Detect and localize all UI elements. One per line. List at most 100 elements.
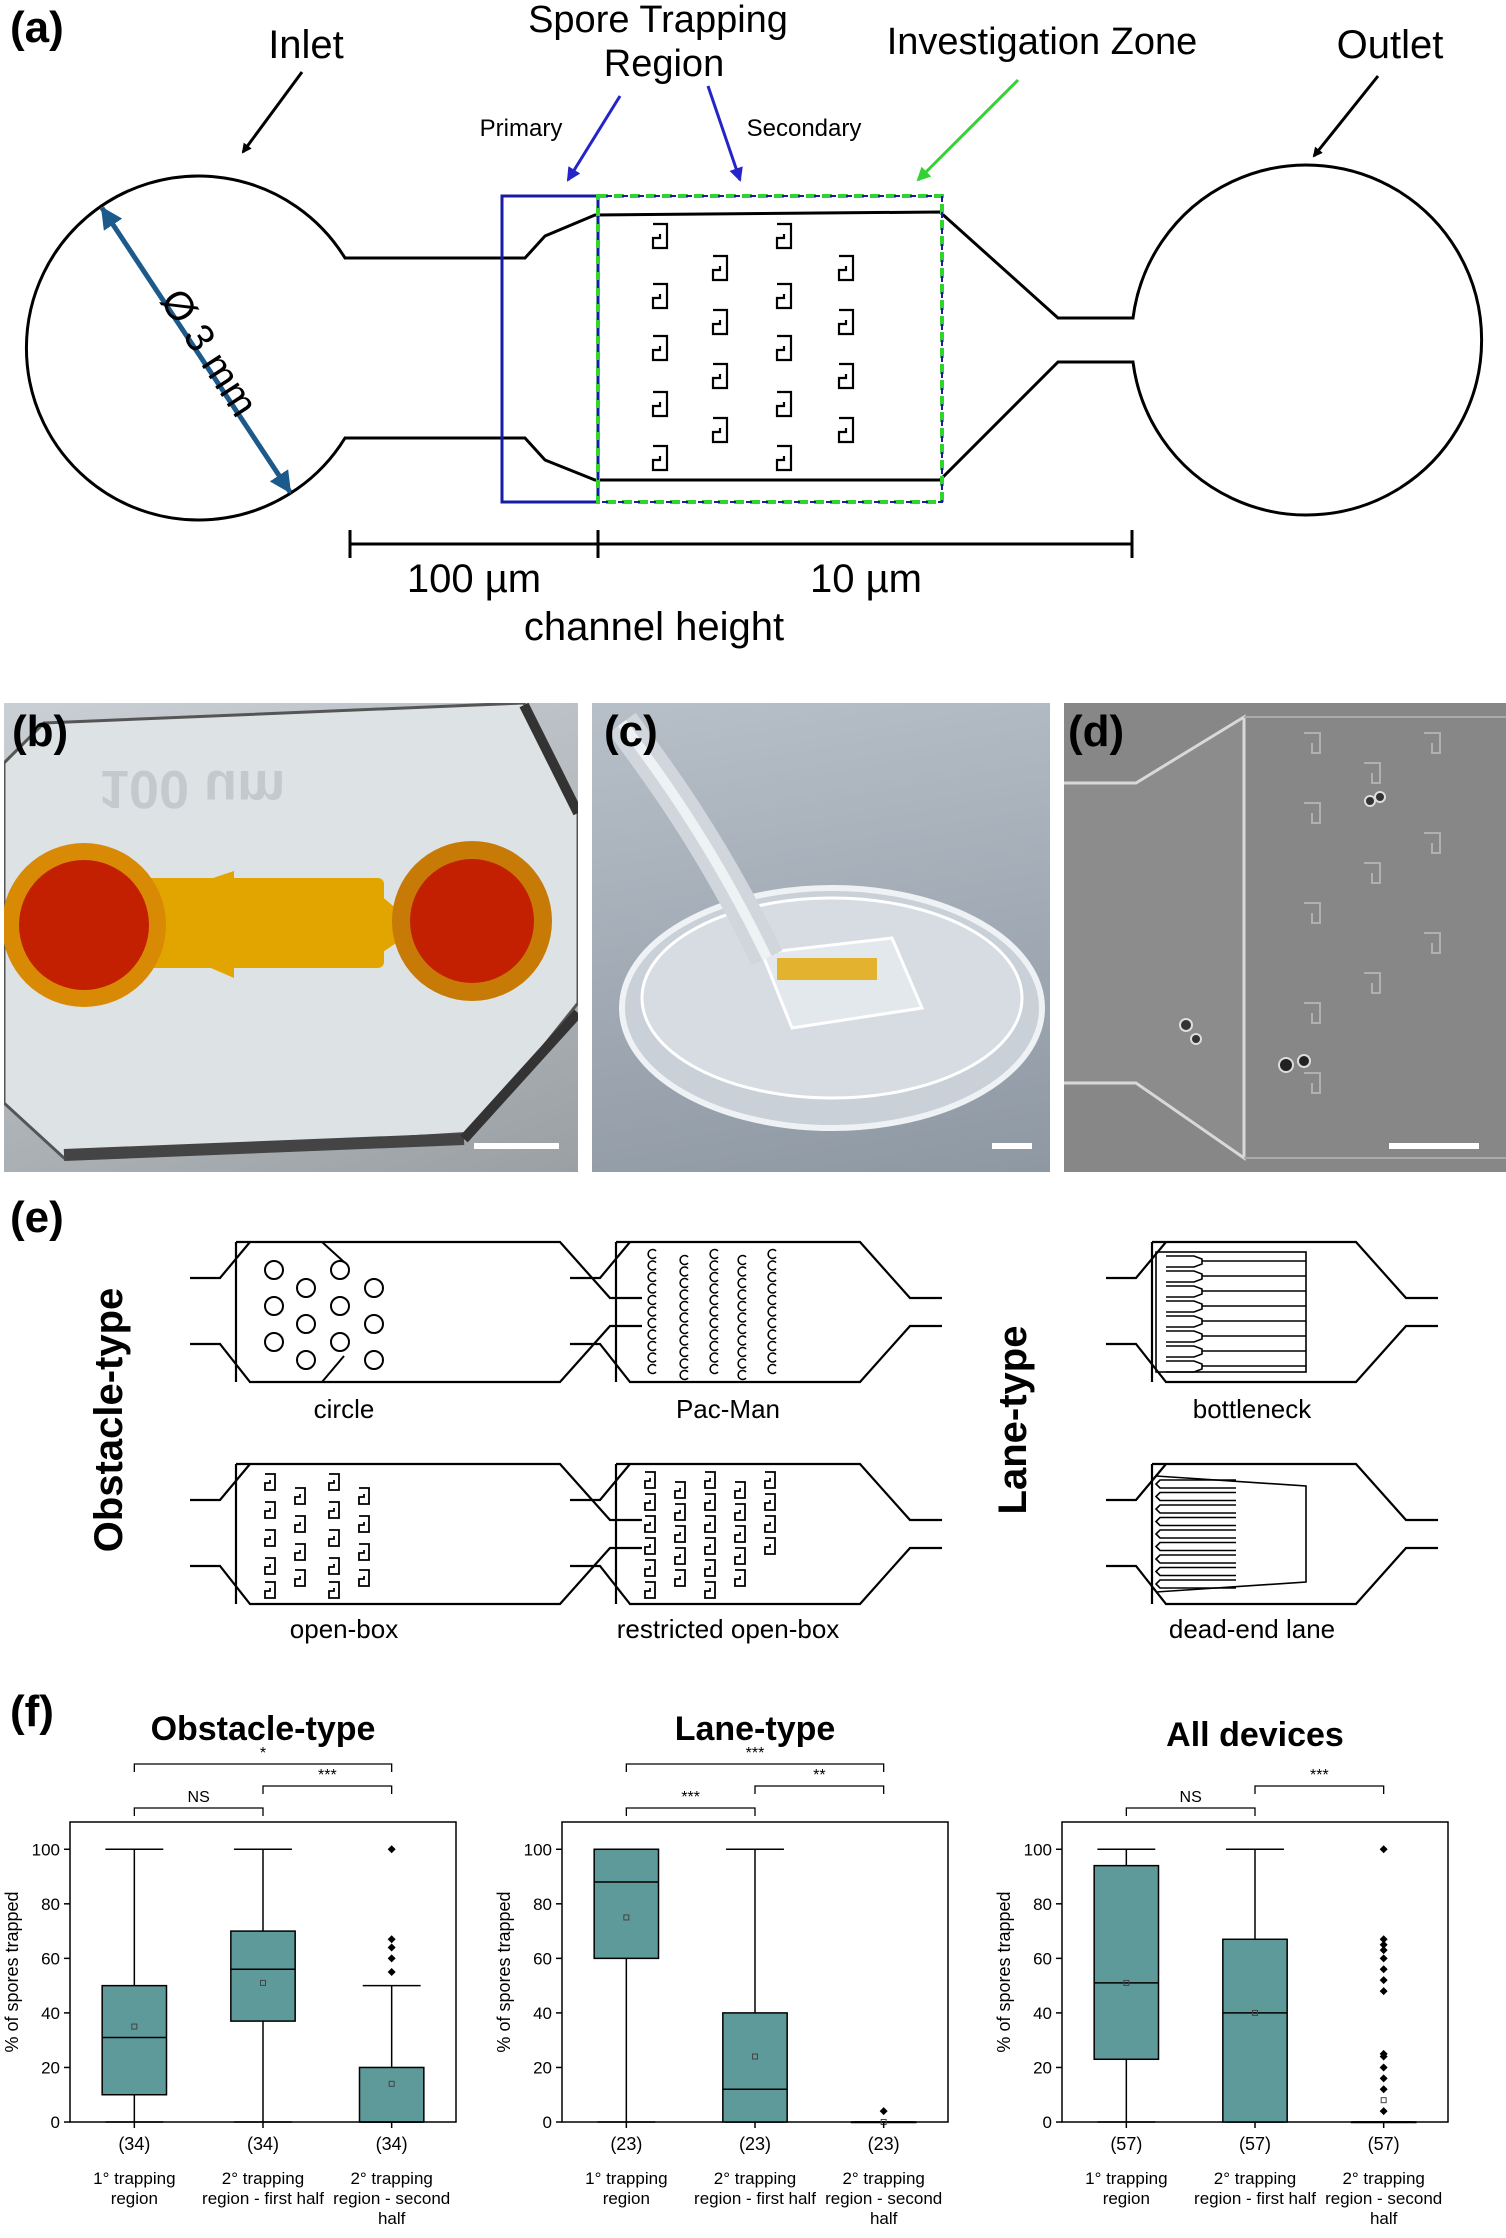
mean-marker [1380,2097,1387,2104]
significance-label: ** [813,1767,825,1784]
y-tick-label: 20 [533,2058,552,2077]
bottleneck-lane [1166,1270,1203,1283]
open-box-obstacle [264,1557,276,1575]
open-box-obstacle [264,1581,276,1599]
y-axis-label: % of spores trapped [2,1891,22,2052]
restricted-open-box-obstacle [644,1493,656,1511]
box-2 [230,1848,296,2123]
restricted-open-box-obstacle [644,1581,656,1599]
mean-marker [1123,1979,1130,1986]
category-label: half [870,2209,898,2228]
restricted-open-box-obstacle [674,1481,686,1499]
box-1 [593,1848,660,2123]
significance-bracket [262,1785,393,1794]
panel-e-letter: (e) [10,1193,64,1242]
pacman-obstacle [679,1323,689,1335]
significance-label: *** [318,1767,337,1784]
dim-10um: 10 µm [810,557,922,601]
category-label: 2° trapping [222,2169,304,2188]
open-box-obstacle [294,1487,306,1505]
dead-end-lane [1154,1479,1236,1489]
significance-bracket [1254,1785,1385,1794]
restricted-open-box-obstacle [704,1493,716,1511]
y-tick-label: 100 [524,1840,552,1859]
pacman-obstacle [737,1323,747,1335]
pacman-obstacle [767,1248,777,1260]
open-box-obstacle [294,1569,306,1587]
outlet-label: Outlet [1337,23,1444,67]
pacman-obstacle [709,1340,719,1352]
restricted-open-box-obstacle [644,1559,656,1577]
open-box-obstacle [264,1529,276,1547]
photo-b-art [4,703,578,1161]
design-pacman [570,1240,942,1384]
dim-100um: 100 µm [407,557,541,601]
significance-bracket [133,1763,393,1772]
category-label: 2° trapping [1214,2169,1296,2188]
chart-title: All devices [1166,1716,1344,1754]
mean-marker [131,2023,138,2030]
y-tick-label: 0 [1043,2113,1052,2132]
n-label: (23) [739,2134,771,2154]
bottleneck-lane [1166,1345,1203,1358]
panel-a-letter: (a) [10,3,64,52]
pacman-obstacle [647,1306,657,1317]
pacman-obstacle [647,1248,657,1260]
restricted-open-box-obstacle [644,1537,656,1555]
dead-end-lane [1154,1541,1236,1552]
primary-region-box [500,194,600,504]
pacman-obstacle [679,1289,689,1300]
outlier [1379,1845,1388,1854]
y-tick-label: 40 [533,2004,552,2023]
n-label: (23) [868,2134,900,2154]
y-tick-label: 80 [1033,1895,1052,1914]
iqr-box [1222,1938,1288,2123]
dead-end-lane [1154,1566,1236,1577]
n-label: (23) [610,2134,642,2154]
channel-height-caption: channel height [524,605,784,649]
restricted-open-box-obstacle [734,1481,746,1499]
open-box-obstacle [358,1569,370,1587]
bottleneck-frame [1155,1251,1307,1373]
design-label-bottleneck: bottleneck [1193,1394,1313,1424]
pacman-obstacle [737,1266,747,1277]
bottleneck-lane [1166,1255,1203,1268]
restricted-open-box-obstacle [764,1493,776,1511]
category-label: 1° trapping [93,2169,175,2188]
restricted-open-box-obstacle [734,1547,746,1565]
mean-marker [388,2080,395,2087]
pacman-obstacle [737,1312,747,1323]
pacman-obstacle [767,1352,777,1363]
pacman-obstacle [647,1352,657,1363]
pacman-obstacle [767,1271,777,1283]
restricted-open-box-obstacle [674,1503,686,1521]
pacman-obstacle [767,1306,777,1317]
outlier [1379,2074,1388,2083]
open-box-obstacle [328,1557,340,1575]
iqr-box [722,2012,788,2123]
n-label: (57) [1368,2134,1400,2154]
panel-b-letter: (b) [12,707,69,756]
outlier [1379,1987,1388,1996]
restricted-open-box-obstacle [764,1515,776,1533]
box-2 [722,1848,788,2123]
category-label: region - first half [694,2189,816,2208]
mean-marker [1252,2009,1258,2016]
significance-label: NS [1180,1789,1202,1806]
restricted-open-box-obstacle [704,1515,716,1533]
pacman-obstacle [679,1312,689,1323]
pacman-obstacle [709,1260,719,1271]
design-label-dead-end-lane: dead-end lane [1169,1614,1335,1644]
dead-end-lane [1154,1516,1236,1527]
pacman-obstacle [709,1329,719,1340]
y-tick-label: 0 [51,2113,60,2132]
diameter-label: Ø 3 mm [152,281,266,424]
significance-label: * [260,1745,266,1762]
dead-end-lane [1154,1491,1236,1502]
pacman-obstacle [679,1300,689,1312]
outlier [1379,2107,1388,2116]
dead-end-frame [1155,1475,1307,1593]
n-label: (34) [118,2134,150,2154]
